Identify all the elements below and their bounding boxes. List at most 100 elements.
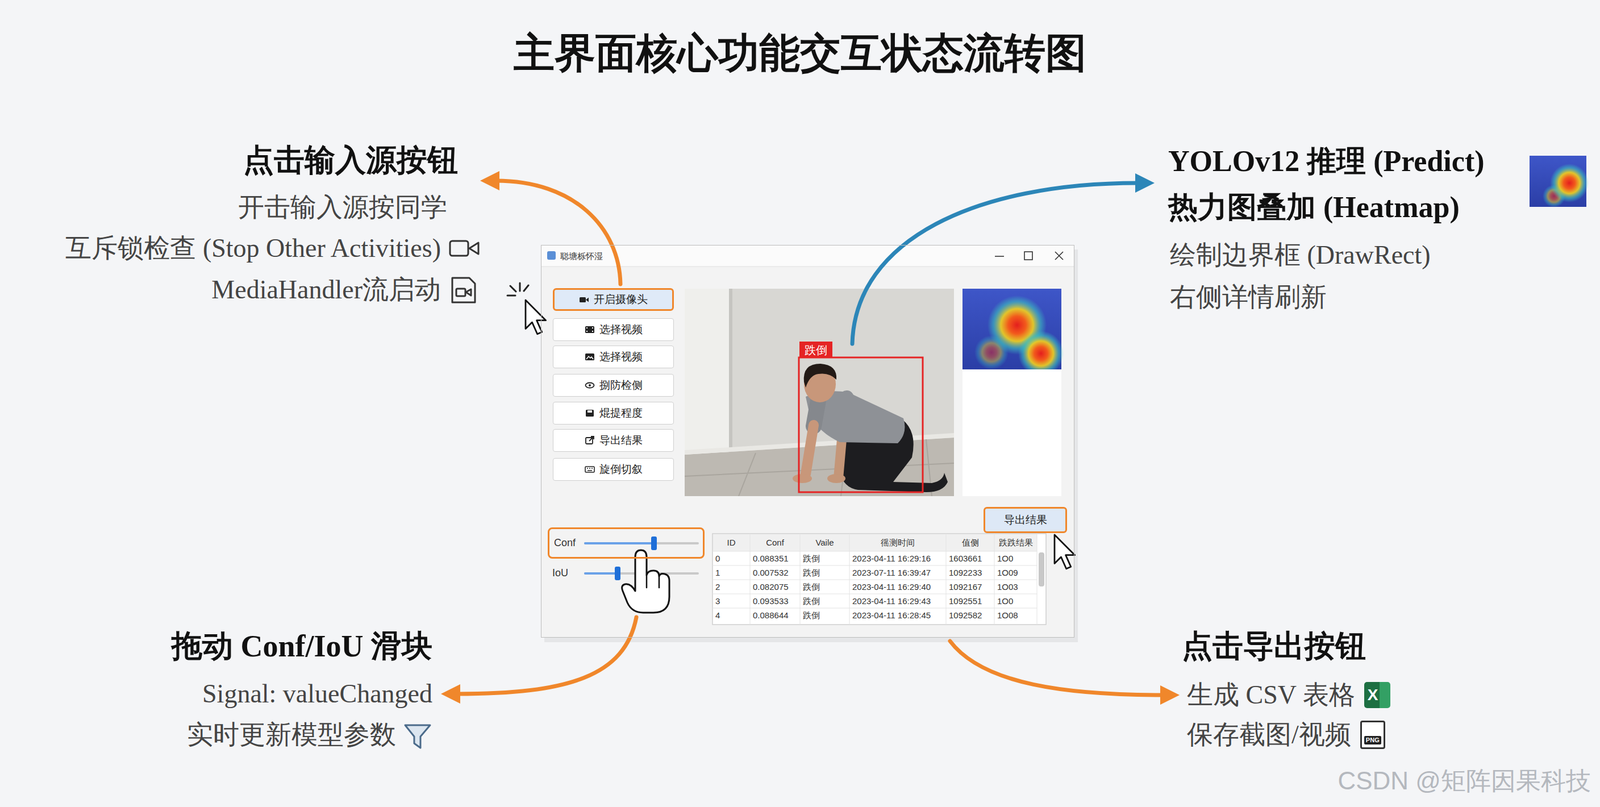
table-cell: 跌倒 xyxy=(802,581,820,593)
app-window: 聪塘栎怀湿开启摄像头选择视频选择视频捌防检侧焜提程度导出结果旋倒切叙跌倒导出结果… xyxy=(540,244,1075,638)
table-cell: 跌倒 xyxy=(802,610,820,621)
button-icon xyxy=(584,380,595,390)
menu-button: 捌防检侧 xyxy=(552,373,674,397)
table-cell: 1O03 xyxy=(997,581,1019,593)
button-icon xyxy=(584,408,595,418)
button-label: 导出结果 xyxy=(1003,513,1048,527)
annotation-text: 互斥锁检查 (Stop Other Activities) xyxy=(65,232,441,264)
table-cell: 1O08 xyxy=(997,610,1019,621)
annotation-text: 开击输入源按同学 xyxy=(238,191,448,223)
result-table-grid xyxy=(712,533,1047,625)
button-label: 选择视频 xyxy=(599,350,643,364)
table-cell: 1092233 xyxy=(948,567,982,578)
table-header: 徭测时间 xyxy=(880,537,915,548)
table-cell: 0.088351 xyxy=(752,553,789,564)
button-icon xyxy=(584,464,595,474)
table-cell: 1603661 xyxy=(948,553,982,564)
table-cell: 1 xyxy=(715,567,720,578)
filter-icon xyxy=(405,725,431,748)
button-label: 导出结果 xyxy=(599,434,643,448)
table-header: ID xyxy=(727,537,736,548)
button-icon xyxy=(584,435,595,445)
annotation-heading: 点击输入源按钮 xyxy=(243,142,458,179)
annotation-text: Signal: valueChanged xyxy=(202,677,433,710)
menu-button: 导出结果 xyxy=(552,428,674,452)
table-cell: 跌倒 xyxy=(802,553,820,564)
table-cell: 跌倒 xyxy=(802,567,820,578)
button-icon xyxy=(578,294,590,304)
table-cell: 1O0 xyxy=(997,596,1014,607)
table-cell: 1092167 xyxy=(948,581,982,593)
arrow-cursor xyxy=(525,300,547,335)
arrow-cursor xyxy=(1054,534,1075,569)
table-cell: 4 xyxy=(715,610,720,621)
table-cell: 跌倒 xyxy=(802,596,820,607)
menu-button: 选择视频 xyxy=(552,318,674,341)
annotation-text: MediaHandler流启动 xyxy=(211,273,441,306)
diagram-title: 主界面核心功能交互状态流转图 xyxy=(513,28,1087,78)
video-frame xyxy=(684,288,954,497)
slider-label: IoU xyxy=(552,567,569,580)
table-header: Vaile xyxy=(815,537,834,548)
file-icon xyxy=(452,277,475,303)
button-label: 捌防检侧 xyxy=(599,378,643,393)
annotation-heading: 热力图叠加 (Heatmap) xyxy=(1168,189,1460,225)
annotation-heading: 拖动 Conf/IoU 滑块 xyxy=(171,627,433,665)
annotation-heading: YOLOv12 推理 (Predict) xyxy=(1168,143,1485,179)
watermark: CSDN @矩阵因果科技 xyxy=(1337,765,1591,797)
table-cell: 2023-07-11 16:39:47 xyxy=(852,567,931,578)
table-cell: 2023-04-11 16:29:40 xyxy=(852,581,931,593)
camera-icon xyxy=(450,240,479,256)
button-label: 焜提程度 xyxy=(599,406,643,420)
table-header: 跌跌结果 xyxy=(998,537,1033,548)
png-icon: PNG xyxy=(1360,720,1386,749)
button-icon xyxy=(584,352,595,362)
annotation-text: 右侧详情刷新 xyxy=(1169,281,1327,313)
button-label: 旋倒切叙 xyxy=(599,463,643,477)
table-cell: 0.088644 xyxy=(752,610,789,621)
table-cell: 2023-04-11 16:28:45 xyxy=(852,610,931,621)
button-icon xyxy=(584,325,595,335)
table-cell: 2 xyxy=(715,581,720,593)
table-cell: 0.082075 xyxy=(752,581,789,593)
table-header: Conf xyxy=(765,537,785,548)
source-button-highlighted: 开启摄像头 xyxy=(552,288,674,311)
export-button: 导出结果 xyxy=(983,506,1068,533)
table-cell: 0 xyxy=(715,553,720,564)
annotation-text: 实时更新模型参数 xyxy=(186,718,397,750)
table-cell: 3 xyxy=(715,596,720,607)
menu-button: 焜提程度 xyxy=(552,401,674,425)
table-cell: 1O09 xyxy=(997,567,1019,578)
window-chrome xyxy=(540,244,1078,643)
button-label: 开启摄像头 xyxy=(593,293,648,307)
table-cell: 0.093533 xyxy=(752,596,789,607)
annotation-text: 绘制边界框 (DrawRect) xyxy=(1169,239,1431,271)
excel-icon: X xyxy=(1364,681,1391,708)
bounding-box xyxy=(798,357,923,493)
table-cell: 2023-04-11 16:29:16 xyxy=(852,553,931,564)
table-cell: 1092551 xyxy=(948,596,982,607)
excel-letter: X xyxy=(1367,686,1379,703)
click-sparkle xyxy=(507,282,529,296)
annotation-text: 保存截图/视频 xyxy=(1186,718,1352,750)
heatmap-panel xyxy=(962,288,1064,497)
conf-slider-box: Conf xyxy=(547,527,705,559)
hand-cursor xyxy=(622,550,670,613)
flow-arrows xyxy=(440,171,1180,705)
annotation-text: 生成 CSV 表格 xyxy=(1186,678,1356,711)
slider-label: Conf xyxy=(553,536,576,550)
menu-button: 旋倒切叙 xyxy=(552,457,674,481)
detection-class-label: 跌倒 xyxy=(804,343,828,357)
detection-tag: 跌倒 xyxy=(799,341,833,358)
table-cell: 1O0 xyxy=(997,553,1014,564)
menu-button: 选择视频 xyxy=(552,345,674,369)
table-cell: 2023-04-11 16:29:43 xyxy=(852,596,931,607)
png-text: PNG xyxy=(1364,735,1382,745)
table-header: 值侧 xyxy=(961,537,979,548)
window-title: 聪塘栎怀湿 xyxy=(560,251,603,262)
button-label: 选择视频 xyxy=(599,323,643,337)
table-cell: 0.007532 xyxy=(752,567,789,578)
annotation-heading: 点击导出按钮 xyxy=(1181,627,1366,665)
heatmap-thumbnail xyxy=(1529,155,1589,208)
table-cell: 1092582 xyxy=(948,610,982,621)
